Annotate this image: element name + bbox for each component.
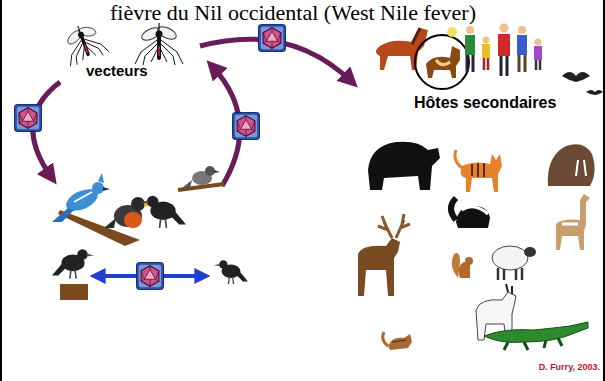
- vector-label: vecteurs: [86, 62, 148, 79]
- virus-icons: [14, 24, 285, 289]
- secondary-hosts: [358, 24, 603, 351]
- bird-reservoir: [52, 166, 224, 246]
- bird-to-bird-crows: [52, 249, 248, 300]
- credit-note: D. Furry, 2003.: [539, 362, 600, 372]
- mosquito-vectors: [58, 19, 183, 67]
- hosts-label: Hôtes secondaires: [414, 94, 556, 112]
- diagram-title: fièvre du Nil occidental (West Nile feve…: [110, 0, 476, 26]
- cycle-arrows: [33, 39, 352, 186]
